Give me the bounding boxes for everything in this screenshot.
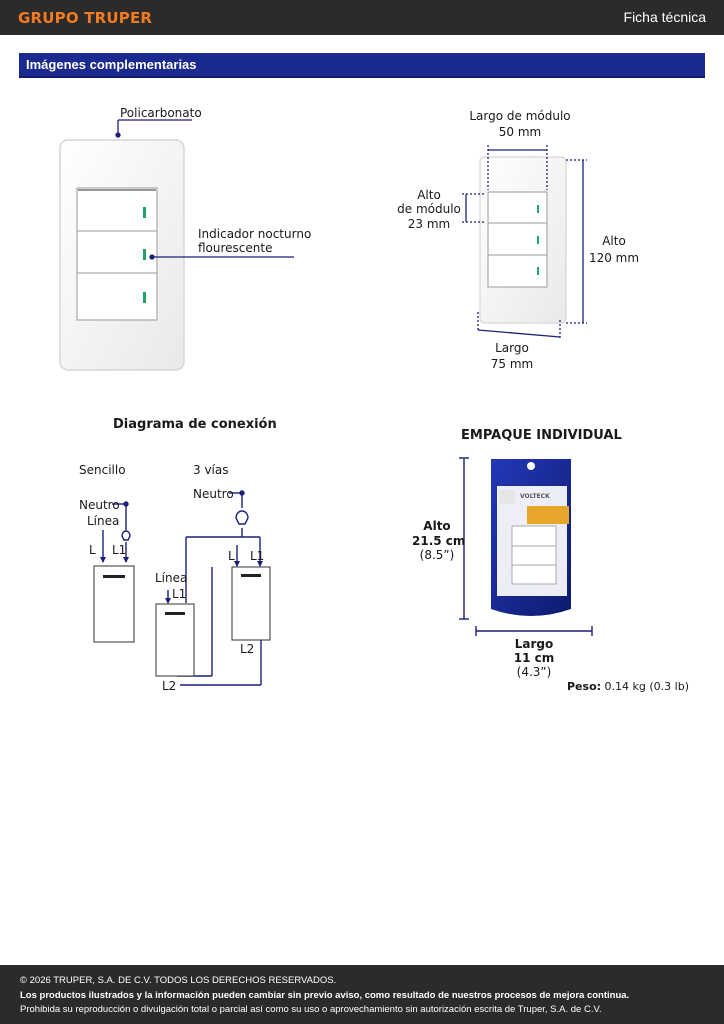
section-header: Imágenes complementarias [19, 53, 705, 78]
single-pole-label: Sencillo [79, 463, 126, 477]
package-length-in: (4.3”) [516, 665, 552, 679]
single-neutral-label: Neutro [79, 498, 120, 512]
weight-label: Peso: [567, 680, 602, 693]
document-type: Ficha técnica [623, 9, 706, 25]
switch-plate-front-image [59, 139, 185, 371]
module-width-label: Largo de módulo [469, 109, 571, 123]
indicator-light-2 [143, 249, 146, 260]
package-image [491, 459, 571, 616]
wiring-title: Diagrama de conexión [113, 417, 277, 432]
indicator-light-3 [143, 292, 146, 303]
package-brand: VOLTECK [520, 493, 550, 500]
package-title: EMPAQUE INDIVIDUAL [461, 428, 622, 443]
brand-logo: GRUPO TRUPER [18, 9, 153, 27]
switch-plate-dimension-image [479, 156, 567, 324]
height-label: Alto [602, 234, 626, 248]
single-L-label: L [89, 543, 96, 557]
section-title: Imágenes complementarias [26, 57, 197, 72]
module-height-line1: Alto [417, 188, 441, 202]
dimension-lines [462, 145, 587, 339]
package-height-in: (8.5”) [419, 548, 455, 562]
callout-lines [115, 119, 294, 260]
indicator-label-line2: flourescente [198, 241, 273, 255]
threeway-b-L1-label: L1 [250, 549, 265, 563]
threeway-b-L-label: L [228, 549, 235, 563]
height-value: 120 mm [588, 251, 640, 265]
wiring-switches [93, 565, 271, 677]
length-value: 75 mm [490, 357, 534, 371]
threeway-neutral-label: Neutro [193, 487, 234, 501]
footer-prohibition: Prohibida su reproducción o divulgación … [20, 1004, 602, 1015]
threeway-label: 3 vías [193, 463, 229, 477]
indicator-label-line1: Indicador nocturno [198, 227, 312, 241]
package-length-cm: 11 cm [513, 651, 555, 665]
package-length-label: Largo [514, 637, 554, 651]
threeway-a-L2-label: L2 [162, 679, 177, 693]
single-L1-label: L1 [112, 543, 127, 557]
threeway-switch-b [231, 566, 271, 641]
threeway-a-L1-label: L1 [172, 587, 187, 601]
wire-arrows [100, 557, 263, 604]
length-label: Largo [495, 341, 529, 355]
package-height-cm: 21.5 cm [412, 534, 466, 548]
threeway-line-label: Línea [155, 571, 188, 585]
weight-value: 0.14 kg (0.3 lb) [604, 680, 689, 693]
package-weight: Peso: 0.14 kg (0.3 lb) [567, 679, 689, 694]
threeway-switch-a [155, 603, 195, 677]
package-height-label: Alto [423, 519, 451, 533]
package-dimension-lines [459, 457, 593, 636]
material-label: Policarbonato [120, 106, 202, 120]
single-line-label: Línea [87, 514, 120, 528]
top-bar: GRUPO TRUPER Ficha técnica [0, 0, 724, 35]
module-height-line2: de módulo [397, 202, 461, 216]
footer-copyright: © 2026 TRUPER, S.A. DE C.V. TODOS LOS DE… [20, 975, 337, 986]
single-switch [93, 565, 135, 643]
footer: © 2026 TRUPER, S.A. DE C.V. TODOS LOS DE… [0, 965, 724, 1024]
threeway-b-L2-label: L2 [240, 642, 255, 656]
footer-notice: Los productos ilustrados y la informació… [20, 990, 630, 1001]
module-height-value: 23 mm [407, 217, 451, 231]
module-width-value: 50 mm [498, 125, 542, 139]
indicator-light-1 [143, 207, 146, 218]
